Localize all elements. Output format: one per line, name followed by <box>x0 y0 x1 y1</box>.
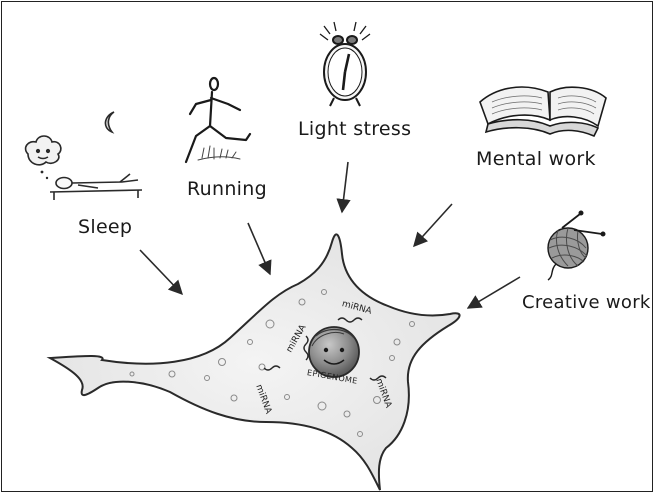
nucleus-eye-right <box>340 348 344 352</box>
yarn-ball-icon <box>548 211 605 280</box>
label-sleep: Sleep <box>78 216 132 238</box>
label-mental-work: Mental work <box>476 148 596 170</box>
cell-body <box>50 234 460 490</box>
arrow-mental-work <box>414 204 452 246</box>
arrow-creative-work <box>468 277 520 308</box>
open-book-icon <box>480 87 606 136</box>
moon-icon <box>105 112 114 132</box>
label-running: Running <box>187 178 267 200</box>
dream-cloud-icon <box>26 136 61 179</box>
nucleus-eye-left <box>324 348 328 352</box>
running-stick-figure-icon <box>186 78 250 162</box>
alarm-clock-icon <box>320 22 370 106</box>
arrow-running <box>248 223 270 274</box>
sleeping-person-icon <box>26 112 142 200</box>
label-light-stress: Light stress <box>298 118 411 140</box>
label-creative-work: Creative work <box>522 292 651 313</box>
arrow-sleep <box>140 250 182 294</box>
cell <box>50 234 460 490</box>
arrow-light-stress <box>342 162 348 212</box>
